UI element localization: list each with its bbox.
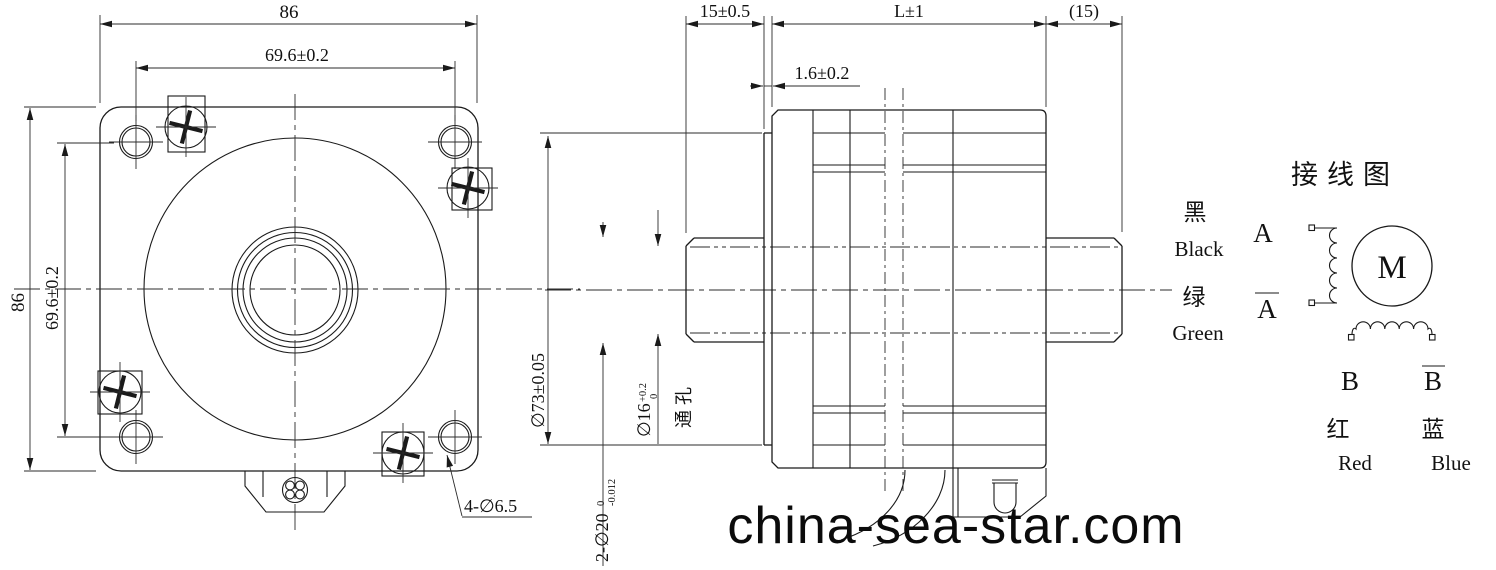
screw [373,423,433,483]
svg-text:-0.012: -0.012 [607,479,618,506]
front-view: 86 69.6±0.2 86 69.6±0.2 4-∅6.5 [8,2,580,534]
phase-b-coil [1347,321,1436,341]
phase-a-label: A [1253,218,1273,248]
side-view: 15±0.5 L±1 (15) 1.6±0.2 ∅73±0.05 ∅16 +0.… [528,1,1172,566]
screw [90,362,150,422]
front-connector [244,471,346,513]
mounting-hole [428,410,482,464]
lead-green-cn: 绿 [1183,285,1206,310]
wiring-title: 接线图 [1291,160,1399,190]
front-shaft [685,237,764,343]
watermark-text: china-sea-star.com [727,497,1184,555]
svg-text:0: 0 [596,501,607,506]
side-dimensions: 15±0.5 L±1 (15) 1.6±0.2 ∅73±0.05 ∅16 +0.… [528,1,1123,566]
dim-bolt-spacing-top: 69.6±0.2 [265,45,329,65]
mounting-hole [109,410,163,464]
lead-black-en: Black [1175,237,1224,261]
dim-width-top: 86 [280,2,299,23]
lead-housing [952,468,1047,518]
phase-a-bar-label: A [1257,294,1277,324]
lead-blue-en: Blue [1431,451,1471,475]
svg-text:+0.2: +0.2 [638,383,649,402]
lead-black-cn: 黑 [1184,200,1207,225]
screw [156,95,216,157]
motor-circle [1351,225,1433,307]
svg-text:∅16: ∅16 [634,403,654,437]
dim-boss-thickness: 1.6±0.2 [795,63,850,83]
dim-shaft-length: 15±0.5 [700,1,750,21]
lead-blue-cn: 蓝 [1422,417,1445,442]
lead-red-cn: 红 [1327,417,1350,442]
screw [438,158,498,218]
motor-symbol: M [1377,250,1406,286]
phase-b-bar-label: B [1424,366,1442,396]
phase-a-coil [1308,224,1338,307]
mounting-holes-note: 4-∅6.5 [464,496,517,516]
connector-socket [993,483,1017,514]
cable [840,469,946,547]
lead-red-en: Red [1338,451,1372,475]
pilot-boss [763,132,772,446]
dim-pilot-diameter: ∅73±0.05 [528,353,548,428]
phase-b-label: B [1341,366,1359,396]
mounting-holes [109,115,482,464]
lead-green-en: Green [1172,321,1224,345]
bore-dim: ∅16 +0.2 0 [634,383,660,437]
dim-bolt-spacing-left: 69.6±0.2 [42,266,62,330]
dim-height-left: 86 [8,293,29,312]
mounting-hole [428,115,482,169]
bore-note: 通孔 [674,382,694,428]
motor-body [771,88,1047,492]
dim-rear-length: (15) [1069,1,1099,22]
svg-text:0: 0 [649,394,660,399]
wiring-diagram: 接线图 黑 Black A 绿 Green A M B B 红 蓝 [1172,160,1470,475]
shaft-dim: 2-∅20 0 -0.012 [592,479,618,562]
dim-body-length: L±1 [894,1,924,21]
rear-shaft [1046,237,1123,343]
front-dimensions: 86 69.6±0.2 86 69.6±0.2 4-∅6.5 [8,2,532,518]
assembly-screws [90,95,498,483]
mounting-hole [109,115,163,169]
svg-text:2-∅20: 2-∅20 [592,513,612,562]
